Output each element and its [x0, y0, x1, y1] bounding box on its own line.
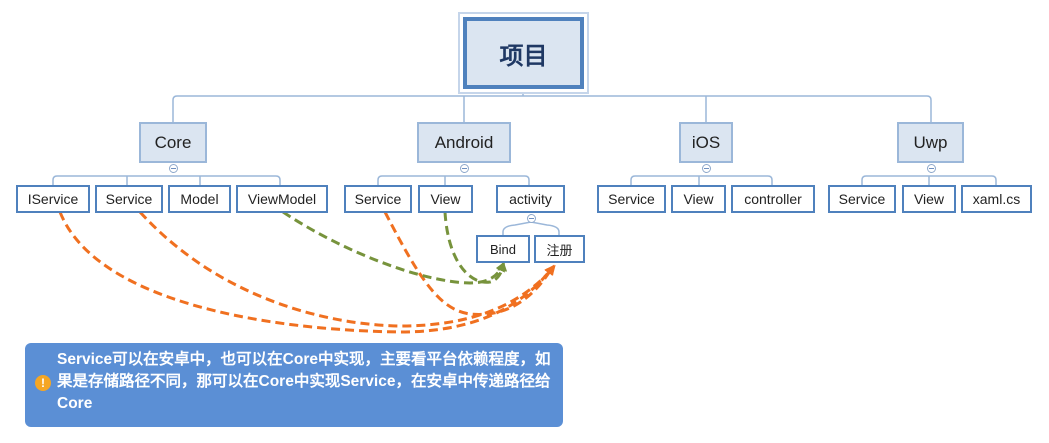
leaf-core-viewmodel[interactable]: ViewModel [236, 185, 328, 213]
arrow-android-service-to-register [383, 211, 555, 316]
branch-core[interactable]: Core [139, 122, 207, 163]
arrow-view-to-bind [443, 211, 508, 284]
leaf-label: ViewModel [247, 191, 317, 207]
warning-icon: ! [35, 375, 51, 391]
leaf-label: View [683, 191, 714, 207]
leaf-ios-service[interactable]: Service [597, 185, 666, 213]
branch-ios[interactable]: iOS [679, 122, 733, 163]
leaf-label: View [913, 191, 945, 207]
leaf-activity-bind[interactable]: Bind [476, 235, 530, 263]
leaf-uwp-xamlcs[interactable]: xaml.cs [961, 185, 1032, 213]
leaf-label: Bind [489, 241, 517, 257]
leaf-uwp-service[interactable]: Service [828, 185, 896, 213]
leaf-label: controller [744, 191, 802, 207]
branch-core-label: Core [154, 132, 192, 152]
arrow-viewmodel-to-bind [282, 210, 505, 285]
arrow-iservice-to-register [58, 211, 555, 334]
leaf-label: View [430, 191, 461, 207]
branch-uwp[interactable]: Uwp [897, 122, 964, 163]
dependency-arrows [58, 210, 556, 334]
leaf-core-iservice[interactable]: IService [16, 185, 90, 213]
leaf-label: xaml.cs [972, 191, 1021, 207]
root-label: 项目 [499, 42, 548, 70]
collapse-activity-icon[interactable] [527, 214, 536, 223]
note-callout[interactable]: ! Service可以在安卓中，也可以在Core中实现，主要看平台依赖程度，如果… [25, 343, 563, 427]
arrow-core-service-to-register [138, 210, 556, 328]
leaf-label: 注册 [546, 242, 573, 258]
leaf-label: Model [180, 191, 219, 207]
leaf-label: Service [354, 191, 402, 207]
leaf-android-view[interactable]: View [418, 185, 473, 213]
branch-ios-label: iOS [691, 132, 721, 152]
collapse-ios-icon[interactable] [702, 164, 711, 173]
leaf-label: Service [838, 191, 886, 207]
leaf-core-model[interactable]: Model [168, 185, 231, 213]
collapse-android-icon[interactable] [460, 164, 469, 173]
leaf-label: IService [27, 191, 79, 207]
leaf-core-service[interactable]: Service [95, 185, 163, 213]
leaf-activity-register[interactable]: 注册 [534, 235, 585, 263]
leaf-label: Service [105, 191, 153, 207]
leaf-label: activity [509, 191, 552, 207]
leaf-ios-view[interactable]: View [671, 185, 726, 213]
root-node[interactable]: 项目 [463, 17, 584, 89]
branch-android[interactable]: Android [417, 122, 511, 163]
branch-uwp-label: Uwp [913, 132, 948, 152]
leaf-ios-controller[interactable]: controller [731, 185, 815, 213]
leaf-label: Service [608, 191, 655, 207]
note-text: Service可以在安卓中，也可以在Core中实现，主要看平台依赖程度，如果是存… [57, 351, 551, 412]
branch-android-label: Android [434, 132, 494, 152]
leaf-android-service[interactable]: Service [344, 185, 412, 213]
collapse-uwp-icon[interactable] [927, 164, 936, 173]
collapse-core-icon[interactable] [169, 164, 178, 173]
leaf-android-activity[interactable]: activity [496, 185, 565, 213]
leaf-uwp-view[interactable]: View [902, 185, 956, 213]
root-connectors [172, 90, 932, 122]
